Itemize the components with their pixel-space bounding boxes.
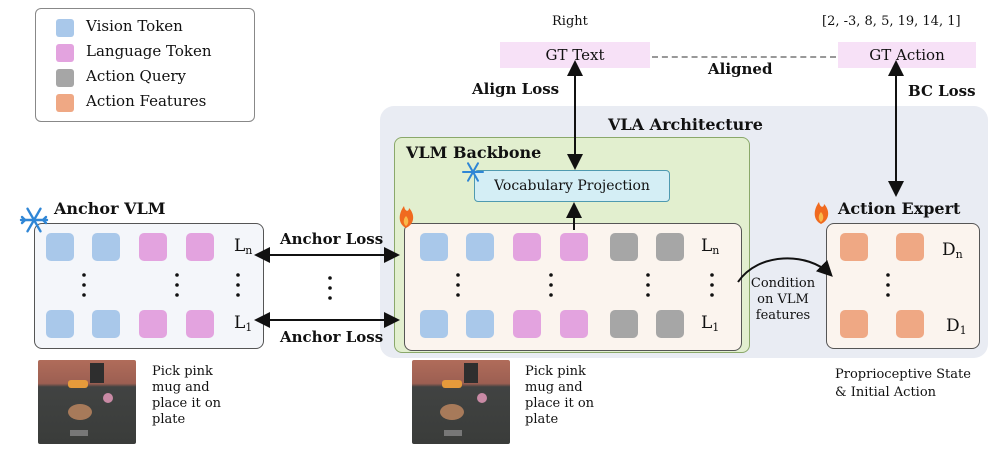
legend-swatch-action-features [56, 94, 74, 112]
vision-token [466, 233, 494, 261]
language-token [139, 310, 167, 338]
vision-token [92, 310, 120, 338]
action-feature-token [840, 233, 868, 261]
action-query-token [610, 233, 638, 261]
vision-token [420, 233, 448, 261]
legend-label-action-query: Action Query [86, 67, 186, 85]
snowflake-icon [19, 207, 49, 233]
action-query-token [656, 310, 684, 338]
legend-swatch-action-query [56, 69, 74, 87]
action-expert-title: Action Expert [838, 199, 961, 218]
anchor-vlm-title: Anchor VLM [54, 199, 166, 218]
vlm-layer-l1: L1 [701, 313, 720, 334]
language-token [560, 310, 588, 338]
anchor-loss-top-label: Anchor Loss [280, 230, 384, 248]
ellipsis-dots [82, 273, 890, 300]
right-label: Right [552, 14, 588, 29]
action-feature-token [896, 310, 924, 338]
vocabulary-projection-box: Vocabulary Projection [474, 170, 670, 202]
anchor-loss-bottom-label: Anchor Loss [280, 328, 384, 346]
condition-arrow [737, 257, 833, 283]
aligned-dashed-line [652, 56, 836, 58]
legend-label-vision: Vision Token [86, 17, 183, 35]
vlm-layer-ln: Ln [701, 236, 720, 257]
gt-action-vector: [2, -3, 8, 5, 19, 14, 1] [822, 14, 961, 29]
language-token [513, 310, 541, 338]
legend-label-action-features: Action Features [86, 92, 207, 110]
language-token [186, 310, 214, 338]
legend: Vision Token Language Token Action Query… [35, 8, 255, 122]
gt-action-box: GT Action [838, 42, 976, 68]
expert-layer-d1: D1 [946, 316, 967, 337]
vision-token [46, 233, 74, 261]
anchor-layer-ln: Ln [234, 236, 253, 257]
anchor-layer-l1: L1 [234, 313, 253, 334]
language-token [186, 233, 214, 261]
vision-token [92, 233, 120, 261]
flame-icon [399, 206, 414, 228]
proprioceptive-caption: Proprioceptive State & Initial Action [835, 367, 971, 400]
legend-swatch-language [56, 44, 74, 62]
vision-token [420, 310, 448, 338]
language-token [560, 233, 588, 261]
action-feature-token [896, 233, 924, 261]
vla-architecture-title: VLA Architecture [608, 115, 763, 134]
expert-layer-dn: Dn [942, 240, 963, 261]
condition-label: Condition on VLM features [750, 276, 816, 323]
photo-objects-middle [440, 363, 487, 436]
align-loss-label: Align Loss [472, 80, 560, 98]
action-feature-token [840, 310, 868, 338]
legend-label-language: Language Token [86, 42, 212, 60]
language-token [513, 233, 541, 261]
aligned-label: Aligned [708, 60, 773, 78]
action-query-token [656, 233, 684, 261]
action-query-token [610, 310, 638, 338]
snowflake-icon [462, 162, 484, 182]
vision-token [466, 310, 494, 338]
flame-icon [814, 202, 829, 224]
language-token [139, 233, 167, 261]
vlm-backbone-title: VLM Backbone [406, 143, 542, 162]
vision-token [46, 310, 74, 338]
bc-loss-label: BC Loss [908, 82, 976, 100]
legend-swatch-vision [56, 19, 74, 37]
photo-objects-left [68, 363, 113, 436]
